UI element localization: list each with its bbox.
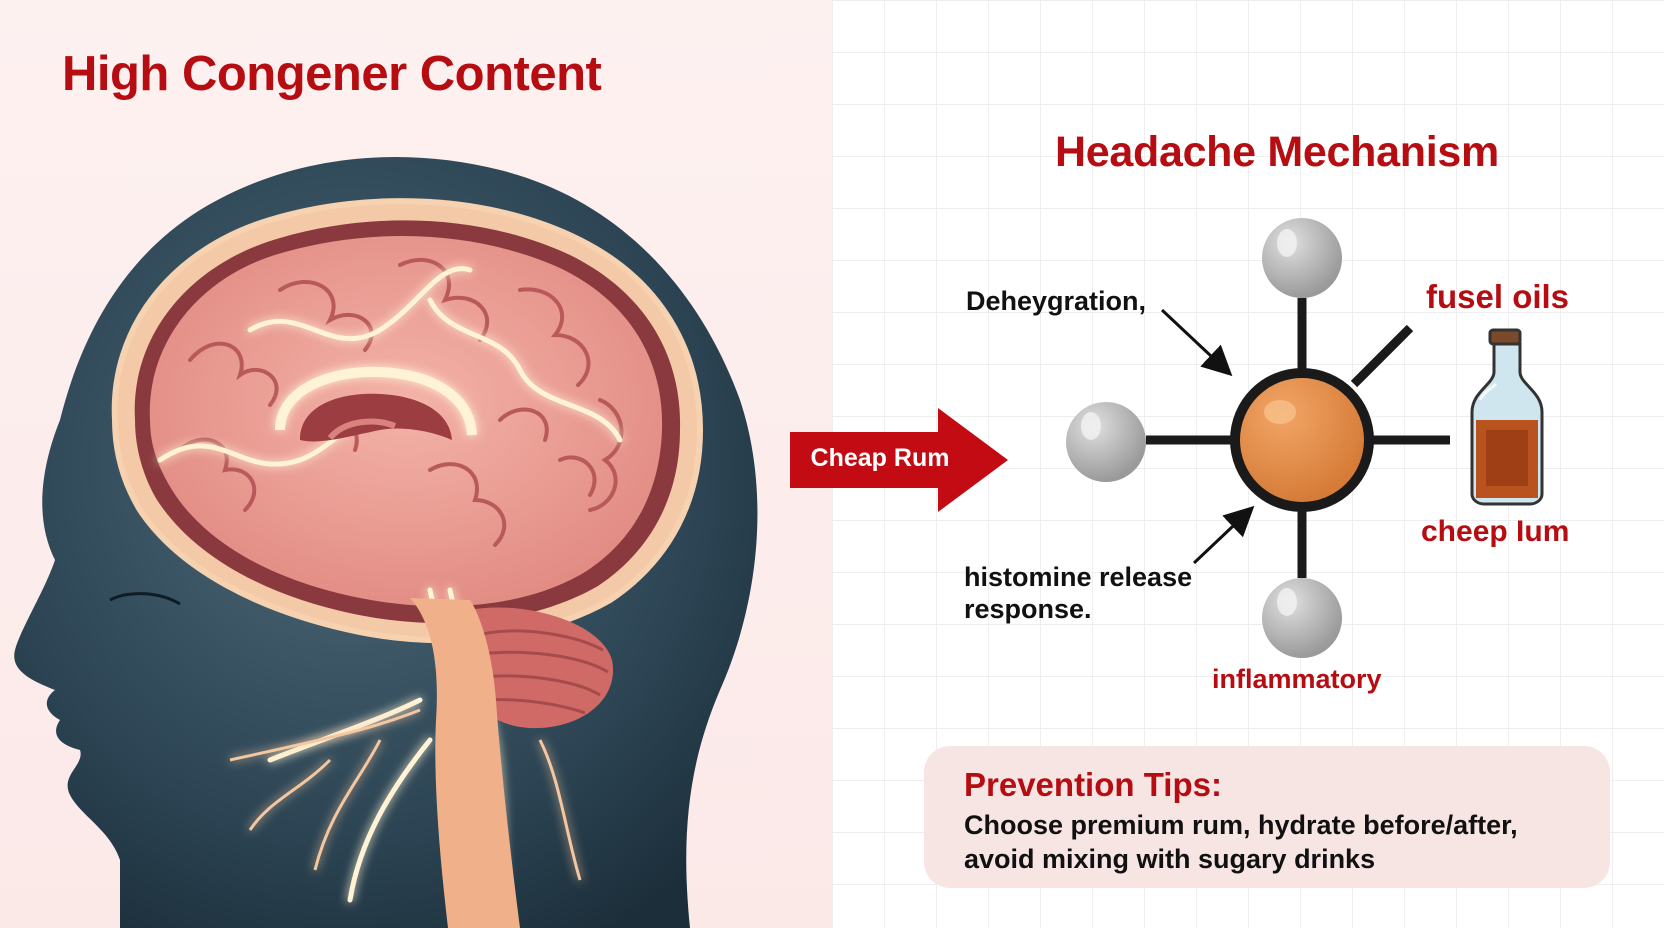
cheap-rum-arrow: Cheap Rum — [790, 408, 1008, 512]
molecule-diagram — [1066, 218, 1544, 658]
label-dehydration: Deheygration, — [966, 286, 1147, 316]
brain-stem — [410, 598, 520, 928]
prevention-title: Prevention Tips: — [964, 766, 1222, 803]
atom-left — [1066, 402, 1146, 482]
label-fusel-oils: fusel oils — [1426, 278, 1570, 315]
label-cheap-rum: cheep Ɩum — [1421, 515, 1570, 548]
atom-top — [1262, 218, 1342, 298]
arrow-label: Cheap Rum — [810, 444, 950, 472]
left-title: High Congener Content — [62, 47, 602, 101]
rum-bottle-icon — [1470, 328, 1544, 506]
prevention-text: Choose premium rum, hydrate before/after… — [964, 808, 1584, 876]
bonds — [1146, 298, 1450, 578]
head-brain-illustration — [14, 157, 758, 928]
mechanism-title: Headache Mechanism — [1055, 128, 1499, 176]
dehydration-arrow — [1160, 308, 1233, 377]
label-histamine-line2: response. — [964, 594, 1092, 624]
eye-line — [109, 592, 181, 606]
prevention-line-1: Choose premium rum, hydrate before/after… — [964, 810, 1518, 840]
arrow-shape — [790, 408, 1008, 512]
molecule-core — [1230, 368, 1374, 512]
left-panel: High Congener Content — [0, 0, 832, 928]
label-inflammatory: inflammatory — [1212, 664, 1382, 694]
atom-bottom — [1262, 578, 1342, 658]
prevention-line-2: avoid mixing with sugary drinks — [964, 844, 1376, 874]
prevention-tips-box: Prevention Tips: Choose premium rum, hyd… — [924, 746, 1610, 888]
label-histamine-line1: histomine release — [964, 562, 1193, 592]
corpus-callosum — [275, 366, 477, 436]
histamine-arrow — [1192, 505, 1255, 565]
